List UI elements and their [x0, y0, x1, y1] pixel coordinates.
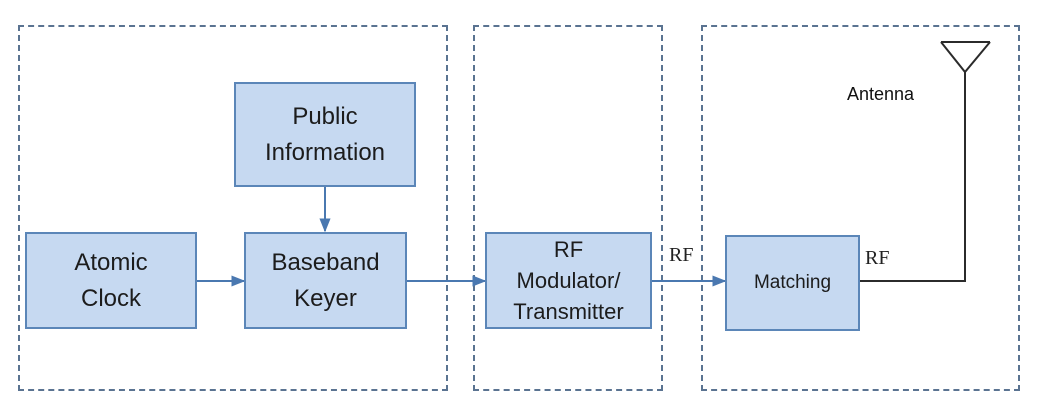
rf-label-after-matching: RF — [865, 247, 890, 269]
rf-label-after-modulator: RF — [669, 244, 694, 266]
group-antenna-section — [701, 25, 1020, 391]
line-matching-to-antenna — [860, 72, 966, 282]
antenna-label: Antenna — [847, 84, 915, 104]
baseband-keyer-line-2: Keyer — [294, 284, 357, 312]
public-information-line-2: Information — [264, 138, 386, 166]
rf-modulator-line-1: RF — [553, 237, 584, 262]
antenna-icon — [940, 41, 991, 74]
matching-block: Matching — [725, 235, 860, 331]
atomic-clock-block: Atomic Clock — [25, 232, 197, 329]
atomic-clock-line-1: Atomic — [74, 248, 148, 276]
rf-modulator-line-3: Transmitter — [513, 299, 624, 324]
matching-label: Matching — [753, 272, 832, 293]
public-information-block: Public Information — [234, 82, 416, 187]
rf-modulator-line-2: Modulator/ — [516, 268, 621, 293]
baseband-keyer-block: Baseband Keyer — [244, 232, 407, 329]
rf-modulator-transmitter-block: RF Modulator/ Transmitter — [485, 232, 652, 329]
baseband-keyer-line-1: Baseband — [271, 248, 380, 276]
group-baseband-section — [18, 25, 448, 391]
group-transmitter-section — [473, 25, 663, 391]
atomic-clock-line-2: Clock — [80, 284, 141, 312]
public-information-line-1: Public — [292, 102, 358, 130]
